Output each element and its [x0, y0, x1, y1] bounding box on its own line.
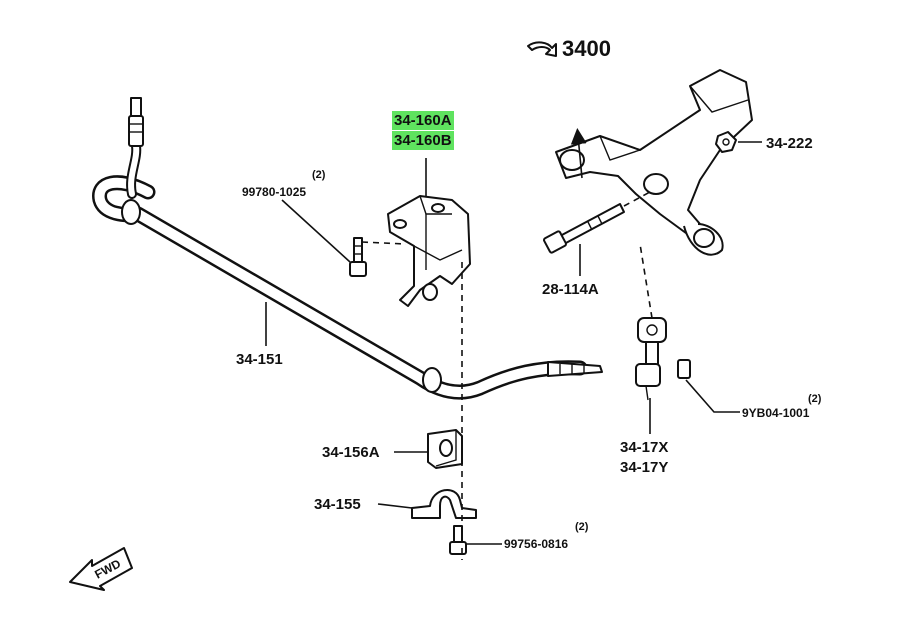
label-9YB04-1001: 9YB04-1001 — [742, 406, 810, 420]
fwd-arrow-icon — [69, 547, 133, 591]
qty-99780-1025: (2) — [312, 169, 326, 181]
label-34-17Y: 34-17Y — [620, 459, 669, 476]
label-34-17X: 34-17X — [620, 439, 669, 456]
lower-control-arm — [555, 69, 753, 256]
qty-9YB04-1001: (2) — [808, 393, 822, 405]
bushing-34-156A — [427, 429, 463, 469]
label-34-156A: 34-156A — [322, 444, 380, 461]
label-34-160B: 34-160B — [392, 131, 454, 150]
bracket-34-160 — [387, 195, 471, 307]
label-34-160A: 34-160A — [392, 111, 454, 130]
clamp-34-155 — [411, 489, 477, 519]
bolt-99780-1025 — [349, 237, 367, 277]
label-28-114A: 28-114A — [542, 281, 599, 298]
label-99780-1025: 99780-1025 — [242, 185, 307, 199]
label-34-151: 34-151 — [236, 351, 283, 368]
label-34-155: 34-155 — [314, 496, 361, 513]
highlight-34-160A: 34-160A — [392, 111, 454, 130]
bolt-99756-0816 — [449, 525, 467, 555]
nut-9YB04-1001 — [677, 359, 691, 379]
label-3400: 3400 — [562, 36, 611, 61]
qty-99756-0816: (2) — [575, 521, 589, 533]
label-34-222: 34-222 — [766, 135, 813, 152]
arrow-reference-icon — [527, 41, 557, 57]
highlight-34-160B: 34-160B — [392, 131, 454, 150]
stabilizer-link — [635, 317, 667, 401]
bolt-28-114A — [543, 203, 625, 254]
nut-34-222 — [715, 131, 737, 153]
stabilizer-bar — [92, 97, 603, 400]
label-99756-0816: 99756-0816 — [504, 537, 569, 551]
